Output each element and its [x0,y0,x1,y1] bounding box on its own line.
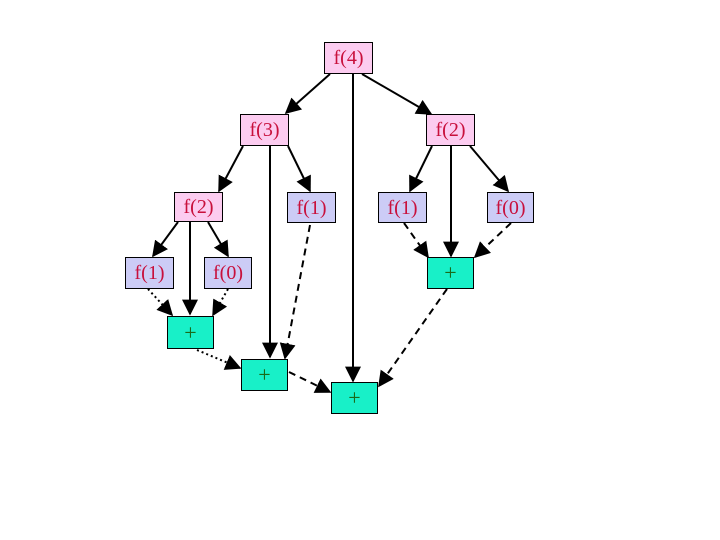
edge-f0left-plusleft [212,288,229,317]
node-f1-mid: f(1) [287,192,336,223]
node-f2-left: f(2) [174,192,223,222]
edge-f3-f1mid [287,145,311,193]
edge-f2right-f1right [409,145,433,193]
node-plus-left: + [167,316,214,349]
edge-plusmid-plusbottom [288,371,332,393]
node-f0-right: f(0) [487,192,534,223]
node-plus-right: + [427,257,474,289]
node-f2-right: f(2) [426,114,475,146]
edge-plusright-plusbottom [378,288,448,388]
node-f0-left: f(0) [204,257,252,289]
edge-f4-f3 [284,73,331,115]
edge-f1mid-plusmid [279,224,311,360]
node-plus-mid: + [241,359,288,391]
edge-plusleft-plusmid [196,349,242,370]
node-f3: f(3) [240,114,289,146]
edge-f3-f2left [218,145,244,193]
edge-f1left-plusleft [147,288,174,317]
node-f1-left: f(1) [125,257,174,289]
node-f4: f(4) [324,42,373,74]
edge-f2right-f0right [469,145,510,193]
edge-f1right-plusright [403,222,429,259]
edge-f4-f2right [361,73,433,115]
node-f1-right: f(1) [378,192,427,223]
node-plus-bottom: + [331,382,378,414]
edge-f0right-plusright [473,222,512,259]
edge-f2left-f0left [207,221,229,258]
edge-f2left-f1left [152,221,179,258]
